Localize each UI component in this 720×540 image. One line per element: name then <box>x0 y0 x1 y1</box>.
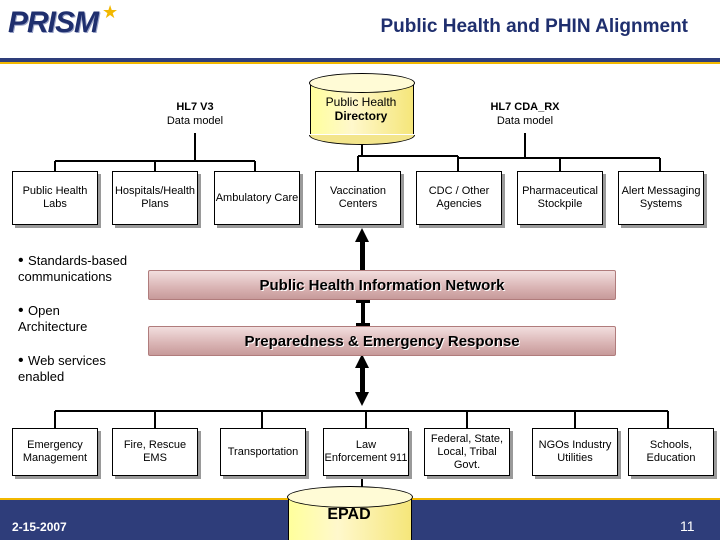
footer-date: 2-15-2007 <box>12 520 67 534</box>
box-ngos-industry-utilities: NGOs Industry Utilities <box>532 428 618 476</box>
hl7-cda-label: HL7 CDA_RX Data model <box>478 100 572 128</box>
box-emergency-management: Emergency Management <box>12 428 98 476</box>
box-vaccination-centers: Vaccination Centers <box>315 171 401 225</box>
bullet-text: Standards-based communications <box>18 253 128 284</box>
box-ambulatory-care: Ambulatory Care <box>214 171 300 225</box>
box-hospitals-health-plans: Hospitals/Health Plans <box>112 171 198 225</box>
directory-line1: Public Health <box>325 95 397 109</box>
page-number: 11 <box>680 518 695 534</box>
prism-logo: PRISM <box>8 6 99 39</box>
box-alert-messaging-systems: Alert Messaging Systems <box>618 171 704 225</box>
box-government: Federal, State, Local, Tribal Govt. <box>424 428 510 476</box>
box-transportation: Transportation <box>220 428 306 476</box>
directory-line2: Directory <box>334 109 388 123</box>
box-cdc-other-agencies: CDC / Other Agencies <box>416 171 502 225</box>
hl7-cda-subtitle: Data model <box>496 115 554 127</box>
band-preparedness: Preparedness & Emergency Response <box>148 326 616 356</box>
logo-star-icon: ★ <box>102 2 119 22</box>
epad-label: EPAD <box>327 506 371 523</box>
bullet-text: Open Architecture <box>18 303 88 334</box>
box-label: Transportation <box>227 445 299 458</box>
box-label: CDC / Other Agencies <box>428 185 490 210</box>
box-label: Hospitals/Health Plans <box>114 185 196 210</box>
bullet-standards: • Standards-based communications <box>18 253 148 285</box>
directory-cylinder-top <box>309 73 415 93</box>
box-label: Law Enforcement 911 <box>324 439 408 464</box>
directory-label: Public Health Directory <box>310 95 412 123</box>
box-label: Schools, Education <box>646 439 696 464</box>
title-rule <box>0 58 720 62</box>
box-schools-education: Schools, Education <box>628 428 714 476</box>
band-preparedness-label: Preparedness & Emergency Response <box>244 332 520 350</box>
bullet-dot: • <box>18 352 29 369</box>
box-label: Public Health Labs <box>22 185 88 210</box>
hl7-v3-subtitle: Data model <box>166 115 224 127</box>
epad-cylinder-top <box>287 486 413 508</box>
box-pharmaceutical-stockpile: Pharmaceutical Stockpile <box>517 171 603 225</box>
box-label: Pharmaceutical Stockpile <box>522 185 598 210</box>
box-label: NGOs Industry Utilities <box>538 439 612 464</box>
box-public-health-labs: Public Health Labs <box>12 171 98 225</box>
box-label: Emergency Management <box>22 439 88 464</box>
box-label: Vaccination Centers <box>329 185 387 210</box>
title-rule-accent <box>0 62 720 64</box>
box-law-enforcement: Law Enforcement 911 <box>323 428 409 476</box>
bullet-dot: • <box>18 302 29 319</box>
box-label: Federal, State, Local, Tribal Govt. <box>430 432 504 471</box>
hl7-cda-title: HL7 CDA_RX <box>490 101 560 113</box>
box-fire-rescue-ems: Fire, Rescue EMS <box>112 428 198 476</box>
bullet-dot: • <box>18 252 29 269</box>
hl7-v3-title: HL7 V3 <box>176 101 214 113</box>
box-label: Ambulatory Care <box>215 191 299 204</box>
slide-title: Public Health and PHIN Alignment <box>380 16 688 37</box>
box-label: Alert Messaging Systems <box>621 185 701 210</box>
band-phin-label: Public Health Information Network <box>259 276 505 294</box>
box-label: Fire, Rescue EMS <box>123 439 187 464</box>
bullet-text: Web services enabled <box>18 353 106 384</box>
hl7-v3-label: HL7 V3 Data model <box>148 100 242 128</box>
bullet-open-architecture: • Open Architecture <box>18 303 128 335</box>
band-phin: Public Health Information Network <box>148 270 616 300</box>
bullet-web-services: • Web services enabled <box>18 353 128 385</box>
